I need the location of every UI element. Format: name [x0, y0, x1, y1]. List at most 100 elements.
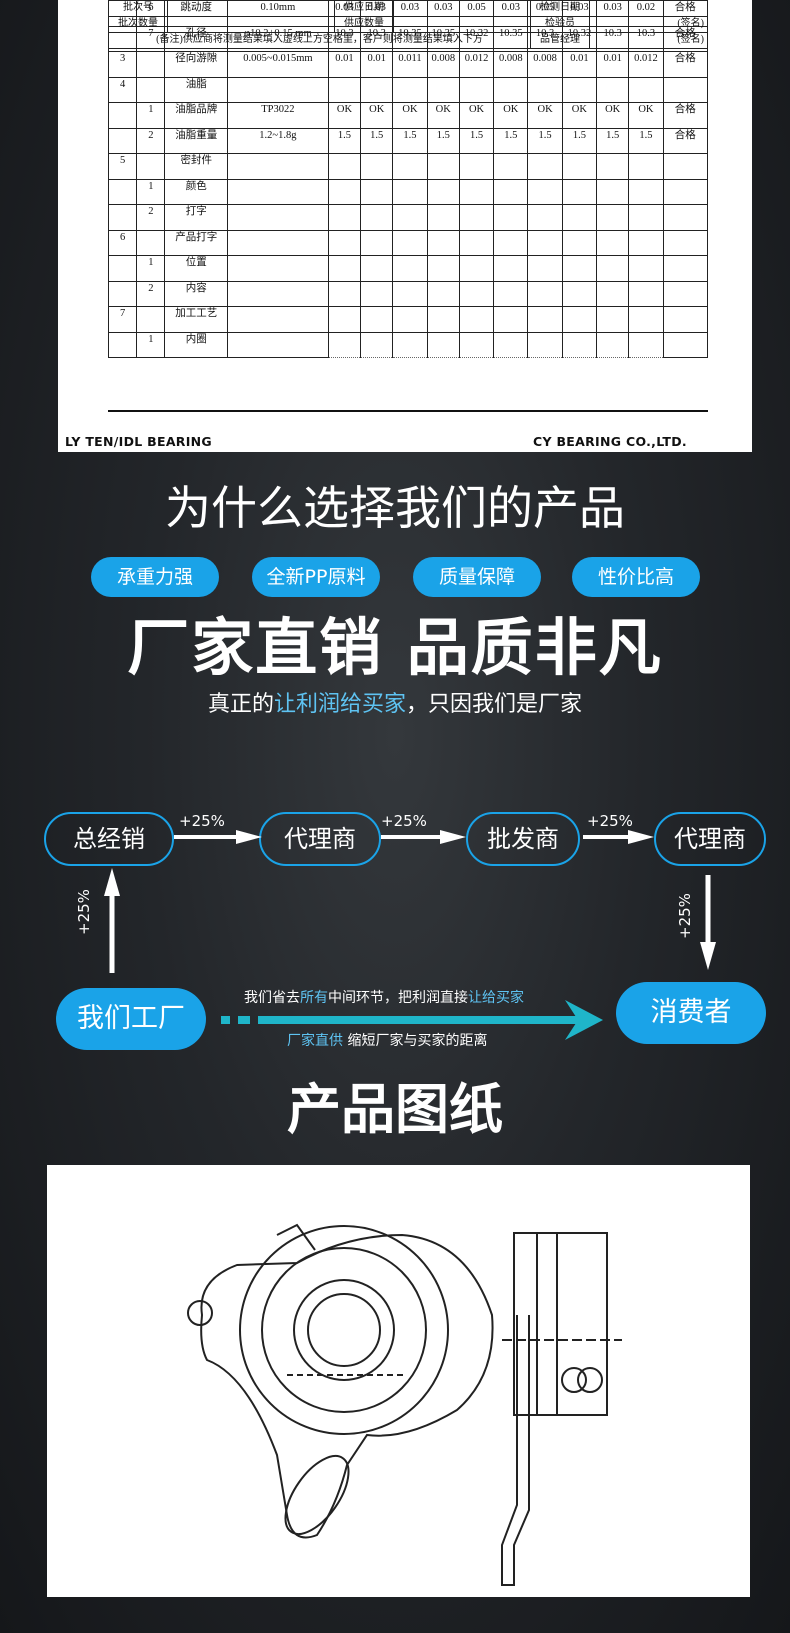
flow-arrows	[104, 830, 716, 1040]
row-spec	[226, 153, 329, 180]
measurement-cell	[392, 306, 428, 333]
row-subnumber	[136, 153, 166, 180]
direct-supply-arrow	[221, 1000, 603, 1040]
tensioner-drawing	[187, 1223, 622, 1586]
measurement-cell	[493, 229, 529, 256]
row-item: 油脂品牌	[164, 102, 228, 129]
row-spec	[226, 255, 329, 282]
bearing-inner	[307, 1293, 381, 1367]
tagline: 真正的让利润给买家，只因我们是厂家	[207, 692, 583, 717]
measurement-cell	[327, 280, 362, 307]
sign-label: (签名)	[589, 32, 708, 49]
inspect-date-label: 检测日期	[530, 0, 590, 17]
measurement-cell	[561, 255, 598, 282]
measurement-cell	[426, 331, 460, 358]
row-item: 位置	[164, 255, 228, 282]
row-subnumber	[136, 306, 166, 333]
measurement-cell: 1.5	[392, 127, 428, 154]
measurement-cell	[561, 204, 598, 231]
measurement-cell: 1.5	[561, 127, 598, 154]
result-cell: 合格	[662, 51, 709, 78]
measurement-cell	[596, 76, 630, 103]
result-cell	[662, 255, 709, 282]
factory-node: 我们工厂	[56, 988, 206, 1050]
row-number: 4	[107, 76, 138, 103]
arrow-head	[628, 830, 654, 844]
measurement-cell: 1.5	[527, 127, 563, 154]
measurement-cell	[527, 229, 563, 256]
markup-label: +25%	[381, 812, 427, 830]
row-spec	[226, 280, 329, 307]
measurement-cell	[493, 255, 529, 282]
measurement-cell: 1.5	[360, 127, 394, 154]
drawing-title: 产品图纸	[287, 1078, 503, 1141]
measurement-cell	[426, 204, 460, 231]
row-item: 颜色	[164, 178, 228, 205]
row-number	[107, 331, 138, 358]
measurement-cell: OK	[628, 102, 664, 129]
measurement-cell	[360, 76, 394, 103]
row-number	[107, 102, 138, 129]
result-cell	[662, 229, 709, 256]
row-number	[107, 255, 138, 282]
node-agent: 代理商	[259, 812, 381, 866]
ball	[561, 1367, 587, 1393]
result-cell: 合格	[662, 127, 709, 154]
measurement-cell	[426, 255, 460, 282]
feature-pill: 承重力强	[91, 557, 219, 597]
measurement-cell	[561, 178, 598, 205]
measurement-cell	[527, 76, 563, 103]
flow-line-1: 我们省去所有中间环节，把利润直接让给买家	[244, 990, 524, 1006]
measurement-cell	[628, 204, 664, 231]
next-section-title-cropped	[0, 1608, 790, 1633]
measurement-cell	[628, 76, 664, 103]
measurement-cell	[458, 229, 495, 256]
row-item: 径向游隙	[164, 51, 228, 78]
row-number: 3	[107, 51, 138, 78]
measurement-cell	[360, 331, 394, 358]
measurement-cell	[426, 306, 460, 333]
measurement-cell	[392, 229, 428, 256]
measurement-cell: OK	[493, 102, 529, 129]
measurement-cell: 0.008	[493, 51, 529, 78]
tagline-highlight: 让利润给买家	[273, 692, 406, 717]
brand-right: CY BEARING CO.,LTD.	[533, 434, 687, 449]
batch-qty-label: 批次数量	[108, 16, 168, 33]
measurement-cell: 0.012	[628, 51, 664, 78]
result-cell	[662, 178, 709, 205]
node-wholesaler: 批发商	[466, 812, 580, 866]
measurement-cell	[392, 331, 428, 358]
measurement-cell	[360, 255, 394, 282]
result-cell	[662, 280, 709, 307]
measurement-cell	[493, 331, 529, 358]
measurement-cell	[360, 178, 394, 205]
measurement-cell: 0.012	[458, 51, 495, 78]
arrow-head	[440, 830, 466, 844]
measurement-cell	[561, 153, 598, 180]
side-arm	[501, 1315, 530, 1586]
measurement-cell: OK	[561, 102, 598, 129]
markup-label: +25%	[179, 812, 225, 830]
row-item: 打字	[164, 204, 228, 231]
measurement-cell	[561, 306, 598, 333]
row-number: 6	[107, 229, 138, 256]
measurement-cell: 0.01	[596, 51, 630, 78]
measurement-cell: OK	[360, 102, 394, 129]
measurement-cell	[426, 76, 460, 103]
measurement-cell	[392, 255, 428, 282]
measurement-cell	[527, 255, 563, 282]
measurement-cell	[527, 153, 563, 180]
result-cell	[662, 204, 709, 231]
measurement-cell	[561, 76, 598, 103]
pulley-rim	[261, 1247, 427, 1413]
sheet-rule	[108, 410, 708, 412]
measurement-cell	[327, 204, 362, 231]
row-subnumber: 1	[136, 102, 166, 129]
measurement-cell	[596, 229, 630, 256]
qc-manager-label: 品管经理	[530, 32, 590, 49]
measurement-cell: 1.5	[327, 127, 362, 154]
row-spec	[226, 178, 329, 205]
